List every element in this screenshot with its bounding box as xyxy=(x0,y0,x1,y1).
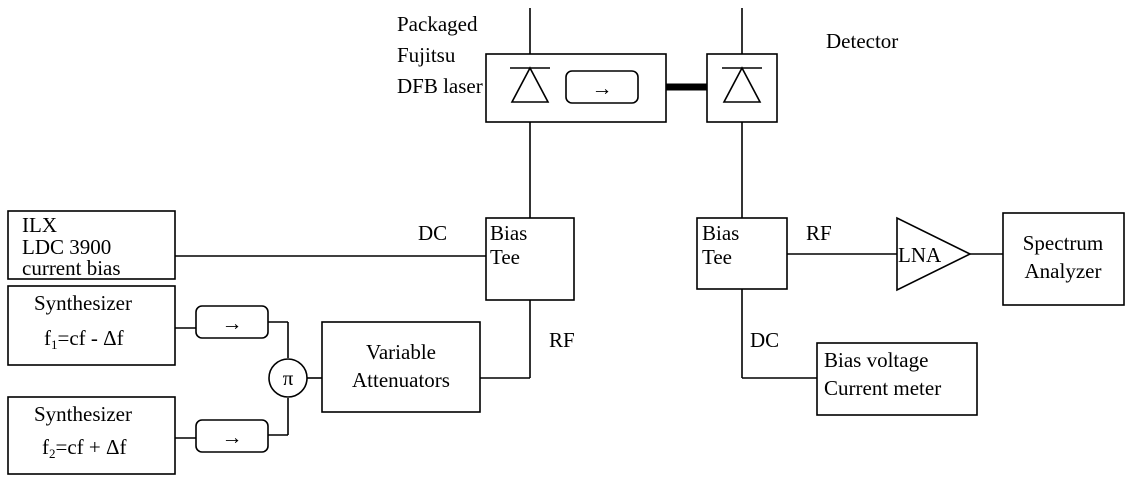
laser-diode-icon xyxy=(510,66,550,103)
svg-text:LNA: LNA xyxy=(898,243,942,267)
wires xyxy=(175,8,1003,439)
svg-text:f1=cf - Δf: f1=cf - Δf xyxy=(44,326,124,352)
svg-text:ILX: ILX xyxy=(22,213,57,237)
isolator-arrow-icon: → xyxy=(592,76,613,100)
synthesizer-1: Synthesizer f1=cf - Δf xyxy=(7,285,176,366)
bias-tee-right: Bias Tee xyxy=(696,217,788,290)
svg-text:Current meter: Current meter xyxy=(824,376,941,400)
svg-text:Spectrum: Spectrum xyxy=(1023,231,1103,255)
laser-label: Packaged Fujitsu DFB laser xyxy=(397,12,483,98)
svg-text:Tee: Tee xyxy=(702,245,732,269)
lna-amplifier: LNA xyxy=(896,216,972,292)
svg-text:Tee: Tee xyxy=(490,245,520,269)
svg-text:DFB laser: DFB laser xyxy=(397,74,483,98)
svg-text:Bias: Bias xyxy=(702,221,739,245)
isolator-1-arrow-icon: → xyxy=(222,311,243,335)
isolator-1: → xyxy=(195,305,269,339)
rf-label-left: RF xyxy=(549,328,575,352)
svg-text:Fujitsu: Fujitsu xyxy=(397,43,456,67)
synthesizer-2: Synthesizer f2=cf + Δf xyxy=(7,396,176,475)
svg-text:Synthesizer: Synthesizer xyxy=(34,402,132,426)
dc-label-left: DC xyxy=(418,221,447,245)
spectrum-analyzer: Spectrum Analyzer xyxy=(1002,212,1125,306)
svg-text:π: π xyxy=(283,366,294,390)
isolator-2-arrow-icon: → xyxy=(222,425,243,449)
bias-voltage-meter: Bias voltage Current meter xyxy=(816,342,978,416)
variable-attenuators: Variable Attenuators xyxy=(321,321,481,413)
svg-text:current bias: current bias xyxy=(22,256,121,280)
svg-text:f2=cf + Δf: f2=cf + Δf xyxy=(42,435,127,461)
isolator-2: → xyxy=(195,419,269,453)
svg-text:Attenuators: Attenuators xyxy=(352,368,450,392)
power-combiner: π xyxy=(268,358,308,398)
dc-label-right: DC xyxy=(750,328,779,352)
detector-label: Detector xyxy=(826,29,898,53)
svg-text:Bias: Bias xyxy=(490,221,527,245)
isolator-box xyxy=(565,70,639,104)
photodiode-icon xyxy=(722,66,762,103)
rf-label-right: RF xyxy=(806,221,832,245)
bias-tee-left: Bias Tee xyxy=(485,217,575,301)
detector-package xyxy=(706,53,778,123)
svg-text:Variable: Variable xyxy=(366,340,436,364)
ilx-current-source: ILX LDC 3900 current bias xyxy=(7,210,176,280)
dfb-laser-package: → xyxy=(485,53,667,123)
svg-text:LDC 3900: LDC 3900 xyxy=(22,235,111,259)
svg-text:Synthesizer: Synthesizer xyxy=(34,291,132,315)
svg-text:Bias voltage: Bias voltage xyxy=(824,348,928,372)
svg-text:Packaged: Packaged xyxy=(397,12,478,36)
svg-text:Analyzer: Analyzer xyxy=(1025,259,1102,283)
